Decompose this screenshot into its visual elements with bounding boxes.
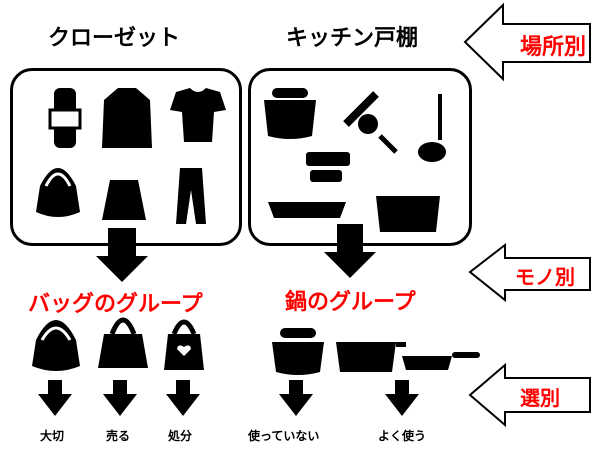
pot-group-title: 鍋のグループ [285,290,416,315]
clothing-icons [36,88,226,224]
whisk-icon [358,114,378,134]
closet-heading: クローゼット [48,26,181,51]
frying-pan-icon [268,202,346,218]
label-sell: 売る [106,429,131,443]
tote-bag-icon [98,334,148,368]
handbag-icon [36,168,80,217]
label-important: 大切 [40,429,65,443]
bag-group-title: バッグのグループ [28,292,203,317]
jacket-icon [102,88,152,148]
label-sorting: 選別 [520,386,560,410]
skirt-icon [102,180,146,220]
arrow-left-icon [463,2,591,428]
handbag-icon [32,320,80,371]
kitchen-icons [264,88,446,232]
saucepan-icon [336,342,396,372]
saucepan-icon [376,196,440,232]
pot-group-icons [272,328,480,375]
rolling-pin-icon [343,91,379,127]
label-unused: 使っていない [248,429,320,443]
knife-icon [306,152,350,166]
pot-icon [272,342,324,375]
frying-pan-icon [402,356,452,370]
bag-group-icons [32,317,204,371]
arrow-down-icon [38,224,419,416]
pants-icon [176,168,206,224]
tshirt-icon [170,88,226,142]
kitchen-heading: キッチン戸棚 [286,26,419,51]
heart-icon [177,345,191,356]
label-often-used: よく使う [378,429,427,443]
label-by-location: 場所別 [520,35,587,60]
label-dispose: 処分 [168,429,193,443]
label-by-item: モノ別 [515,265,575,289]
pot-icon [264,100,316,139]
